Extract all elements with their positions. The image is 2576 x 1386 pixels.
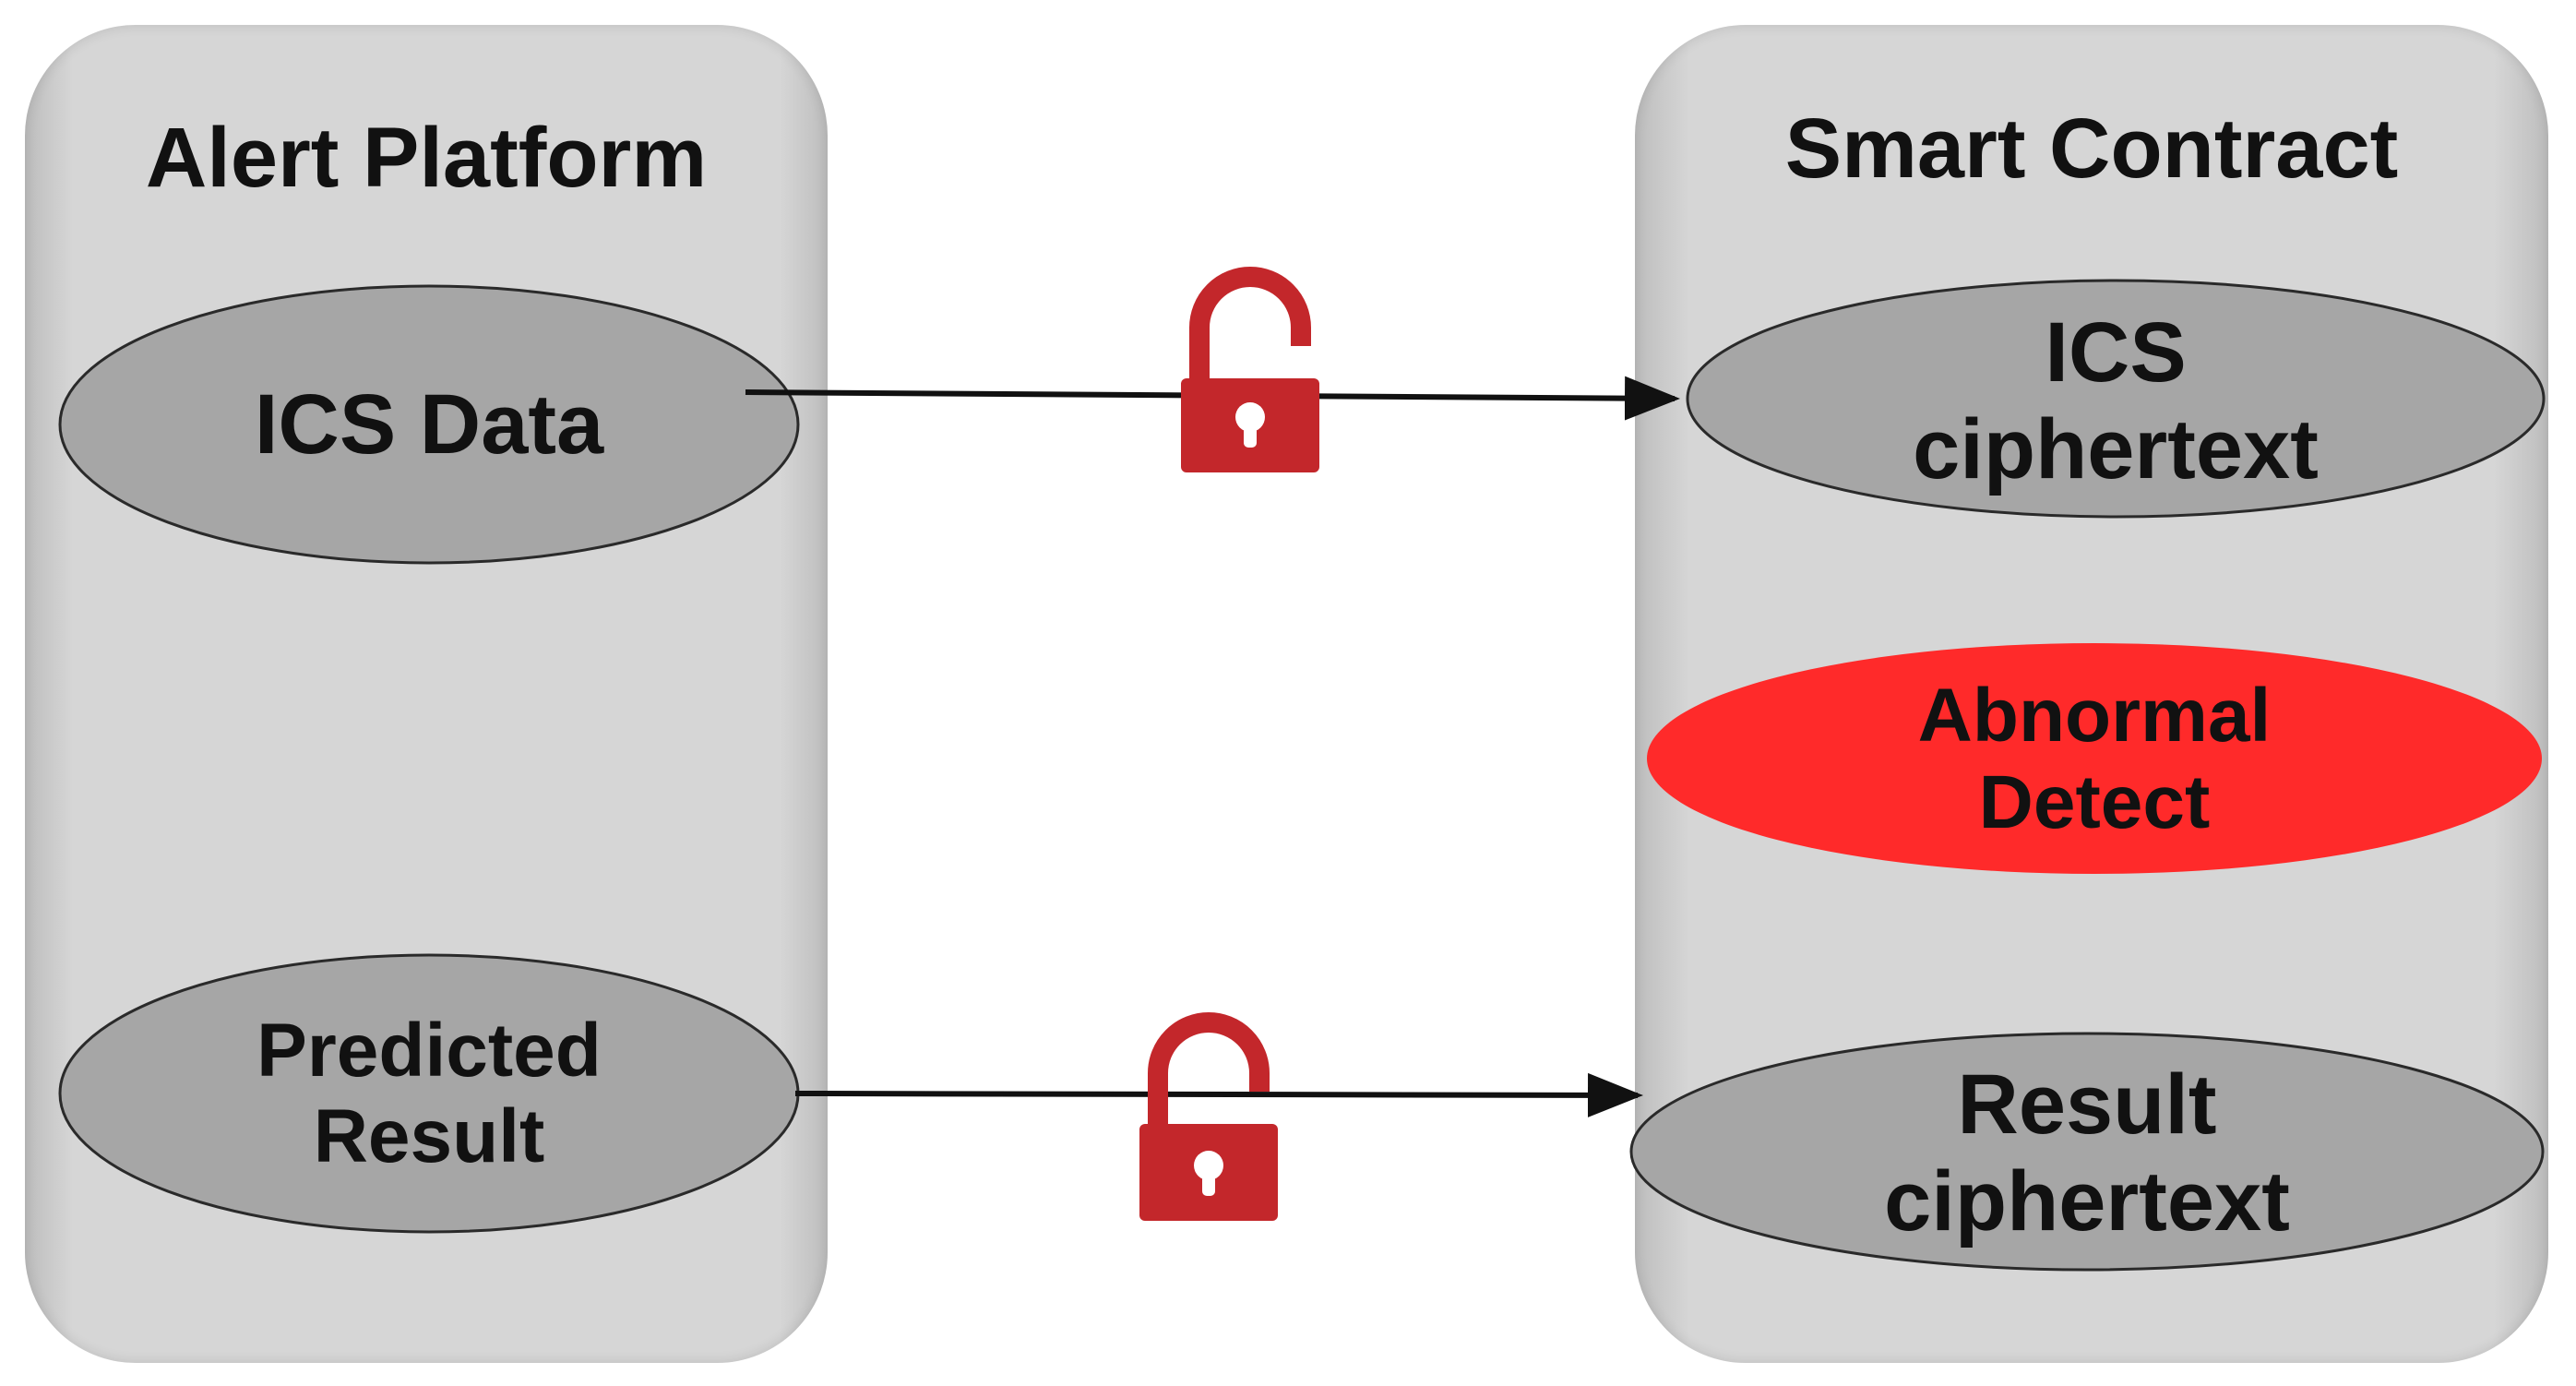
result-ciphertext-line1: Result — [1957, 1057, 2217, 1153]
ics-ciphertext-line1: ICS — [2045, 305, 2187, 400]
ics-data-label: ICS Data — [60, 332, 798, 517]
ics-data-text: ICS Data — [254, 376, 604, 472]
abnormal-detect-ellipse — [1647, 643, 2542, 874]
result-ciphertext-line2: ciphertext — [1884, 1154, 2290, 1249]
ics-ciphertext-label: ICS ciphertext — [1688, 286, 2543, 517]
abnormal-detect-line2: Detect — [1978, 759, 2211, 844]
open-padlock-icon — [1181, 267, 1319, 472]
smart-contract-title: Smart Contract — [1784, 102, 2399, 196]
alert-platform-title: Alert Platform — [145, 111, 708, 205]
ics-data-ellipse — [58, 284, 800, 565]
result-ciphertext-ellipse — [1629, 1032, 2545, 1272]
ics-ciphertext-ellipse — [1686, 279, 2546, 519]
abnormal-detect-label: Abnormal Detect — [1647, 651, 2542, 867]
open-padlock-icon — [1139, 1012, 1278, 1221]
abnormal-detect-line1: Abnormal — [1917, 674, 2272, 759]
predicted-result-line2: Result — [313, 1094, 545, 1178]
predicted-result-label: Predicted Result — [60, 978, 798, 1209]
result-to-ciphertext-arrow — [794, 1072, 1643, 1117]
result-ciphertext-label: Result ciphertext — [1631, 1038, 2543, 1269]
predicted-result-line1: Predicted — [256, 1008, 602, 1093]
ics-ciphertext-line2: ciphertext — [1913, 402, 2319, 496]
